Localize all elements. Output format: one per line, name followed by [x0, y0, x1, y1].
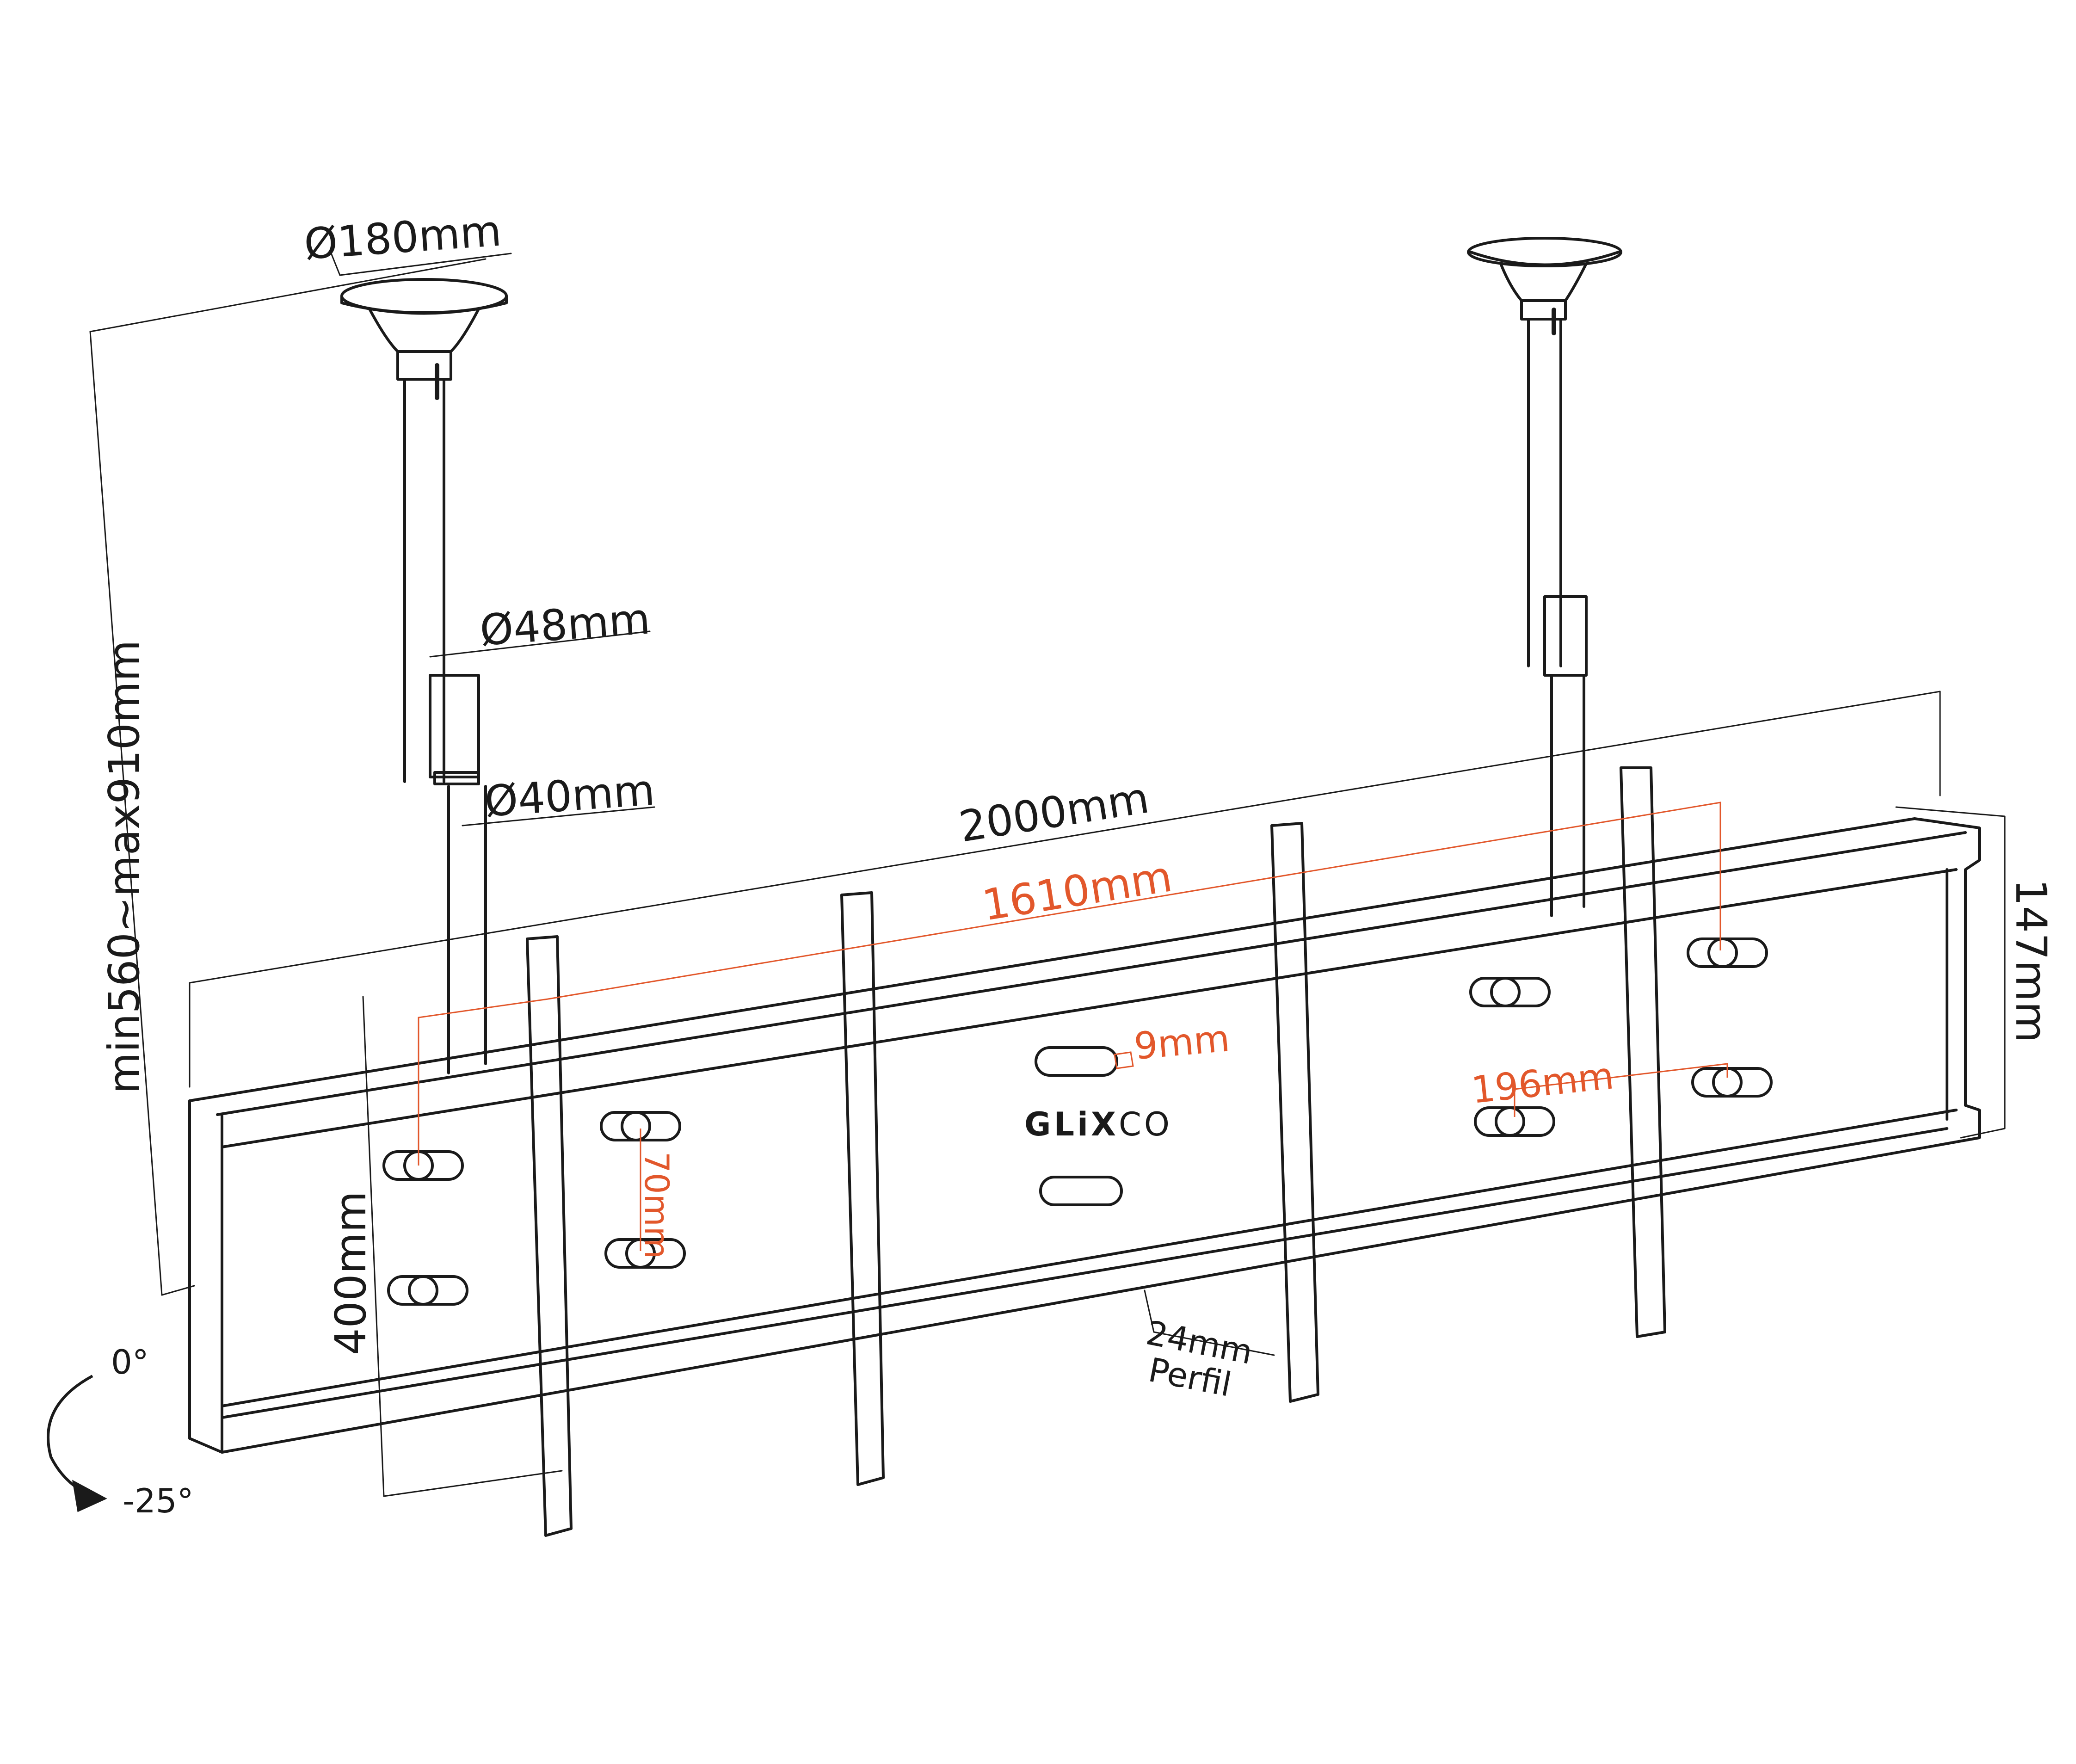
right-ceiling-pole	[1467, 237, 1622, 917]
label-overall-width: 2000mm	[956, 773, 1152, 851]
label-profile-height: 147mm	[2006, 879, 2056, 1043]
label-extension-range: min560~max910mm	[99, 640, 149, 1094]
tilt-arrow	[47, 1375, 107, 1512]
vesa-arm-4	[1620, 766, 1666, 1338]
label-inner-tube-diameter: Ø40mm	[483, 765, 656, 826]
main-rail	[188, 817, 1981, 1454]
vesa-arm-2	[840, 891, 885, 1486]
red-dimension-lines	[418, 802, 1728, 1251]
label-vesa-horizontal-small: 196mm	[1469, 1054, 1616, 1112]
label-vesa-vertical-small: 70mm	[637, 1152, 676, 1259]
vesa-arm-1	[526, 935, 573, 1537]
label-plate-diameter: Ø180mm	[302, 206, 503, 269]
label-tilt-top: 0°	[111, 1343, 149, 1382]
label-outer-tube-diameter: Ø48mm	[478, 594, 652, 655]
brand-logo: GLiXCO	[1024, 1105, 1172, 1143]
brand-logo-light: CO	[1119, 1105, 1172, 1143]
left-ceiling-pole	[340, 278, 508, 1074]
label-vesa-vertical-large: 400mm	[326, 1191, 376, 1355]
label-hole-spacing: 1610mm	[979, 851, 1176, 930]
brand-logo-bold: GLiX	[1024, 1105, 1119, 1143]
dimension-guides	[89, 251, 2006, 1497]
label-slot-width: 9mm	[1133, 1017, 1232, 1068]
vesa-arm-3	[1270, 822, 1319, 1403]
label-tilt-bottom: -25°	[123, 1481, 194, 1520]
